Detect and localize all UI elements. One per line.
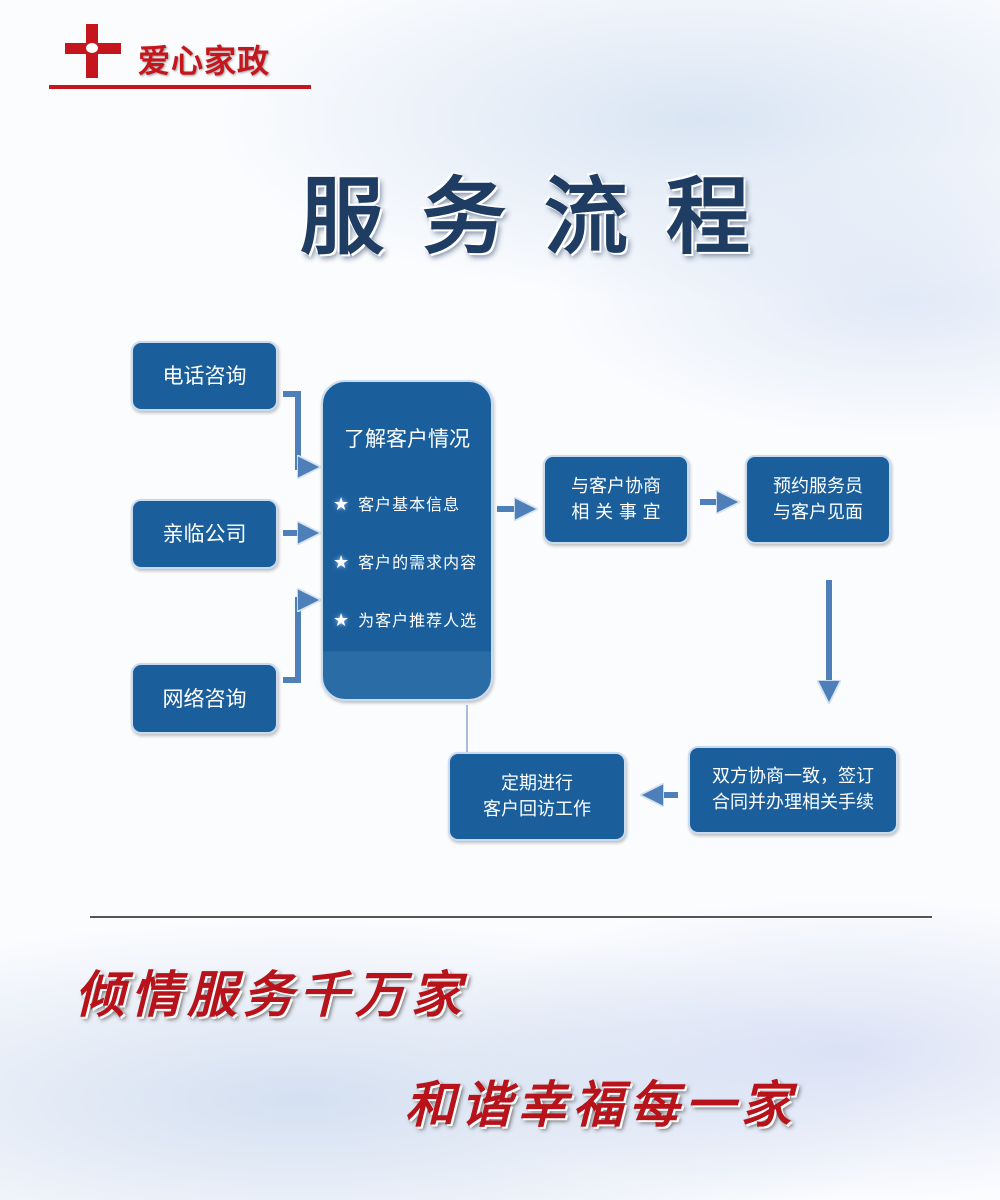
understand-item: ★ 为客户推荐人选: [323, 608, 491, 634]
divider: [90, 916, 932, 918]
step-contract: 双方协商一致，签订合同并办理相关手续: [688, 746, 898, 834]
slogan-2: 和谐幸福每一家: [405, 1075, 797, 1134]
item-label: 客户基本信息: [358, 495, 461, 514]
source-phone: 电话咨询: [131, 341, 278, 411]
step-followup: 定期进行客户回访工作: [448, 752, 626, 841]
step-line: 客户回访工作: [483, 798, 591, 820]
slogan-1: 倾情服务千万家: [75, 965, 467, 1024]
star-icon: ★: [333, 610, 351, 631]
step-line: 双方协商一致，签订: [712, 766, 874, 787]
page-title: 服务流程: [300, 168, 789, 266]
step-line: 相 关 事 宜: [571, 501, 661, 523]
step-line: 与客户协商: [571, 475, 661, 497]
arrow-web: [283, 600, 309, 683]
source-label: 电话咨询: [162, 364, 247, 388]
step-line: 合同并办理相关手续: [712, 792, 874, 813]
understand-item: ★ 客户基本信息: [323, 492, 491, 518]
source-label: 网络咨询: [162, 686, 247, 711]
logo-underline: [49, 85, 311, 89]
source-visit: 亲临公司: [131, 499, 278, 569]
star-icon: ★: [333, 494, 351, 515]
step-line: 与客户见面: [773, 501, 863, 523]
logo-heart-icon: [84, 41, 100, 55]
source-label: 亲临公司: [162, 522, 247, 546]
star-icon: ★: [333, 552, 351, 573]
arrow-phone: [283, 391, 309, 467]
item-label: 客户的需求内容: [358, 553, 478, 572]
understand-item: ★ 客户的需求内容: [323, 550, 491, 576]
step-line: 定期进行: [501, 772, 573, 794]
logo-text: 爱心家政: [138, 42, 271, 80]
item-label: 为客户推荐人选: [358, 611, 478, 630]
source-web: 网络咨询: [131, 663, 278, 734]
step-negotiate: 与客户协商相 关 事 宜: [543, 455, 689, 544]
understand-title: 了解客户情况: [344, 427, 470, 451]
step-line: 预约服务员: [773, 475, 863, 497]
step-appointment: 预约服务员与客户见面: [745, 455, 891, 544]
understand-client-box: 了解客户情况 ★ 客户基本信息 ★ 客户的需求内容 ★ 为客户推荐人选: [321, 380, 493, 701]
